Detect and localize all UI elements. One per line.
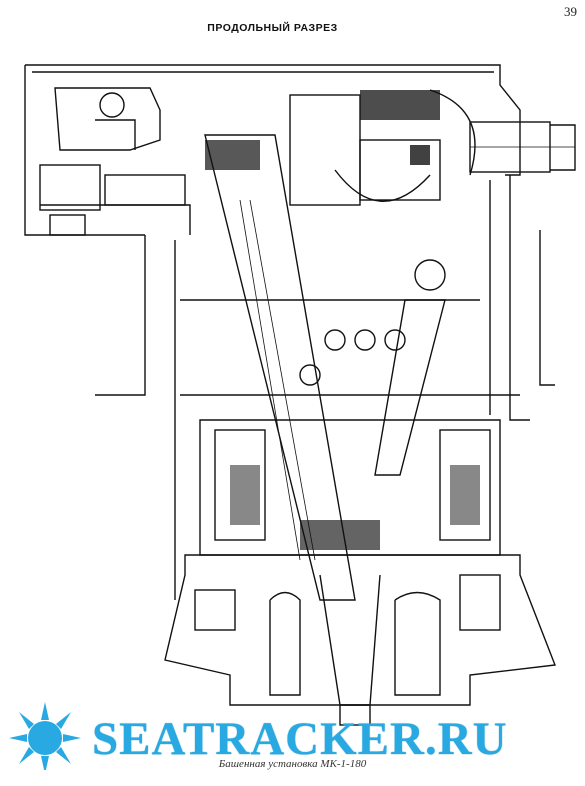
- page-number: 39: [564, 4, 577, 19]
- figure-caption: Башенная установка МК-1-180: [218, 758, 367, 770]
- watermark: SEATRACKER.RU: [0, 700, 585, 770]
- sun-icon: [9, 702, 81, 770]
- watermark-text: SEATRACKER.RU: [92, 713, 508, 765]
- page-title: ПРОДОЛЬНЫЙ РАЗРЕЗ: [207, 22, 338, 34]
